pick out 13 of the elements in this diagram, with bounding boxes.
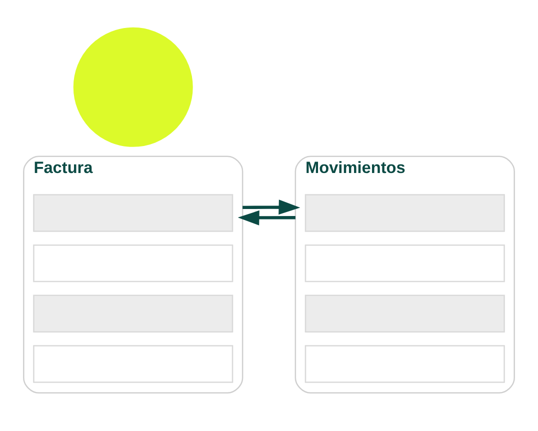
node-bar [33,345,234,383]
cluster: Factura [23,156,244,394]
node-bar [33,244,234,282]
node-bar [33,294,234,332]
node-circle [73,27,193,147]
node-bar [304,244,505,282]
node-bar [304,294,505,332]
node-bar [33,194,234,232]
arrow [238,210,296,226]
node-bar [304,194,505,232]
cluster: Movimientos [294,156,515,394]
node-bar [304,345,505,383]
arrow [242,200,300,215]
